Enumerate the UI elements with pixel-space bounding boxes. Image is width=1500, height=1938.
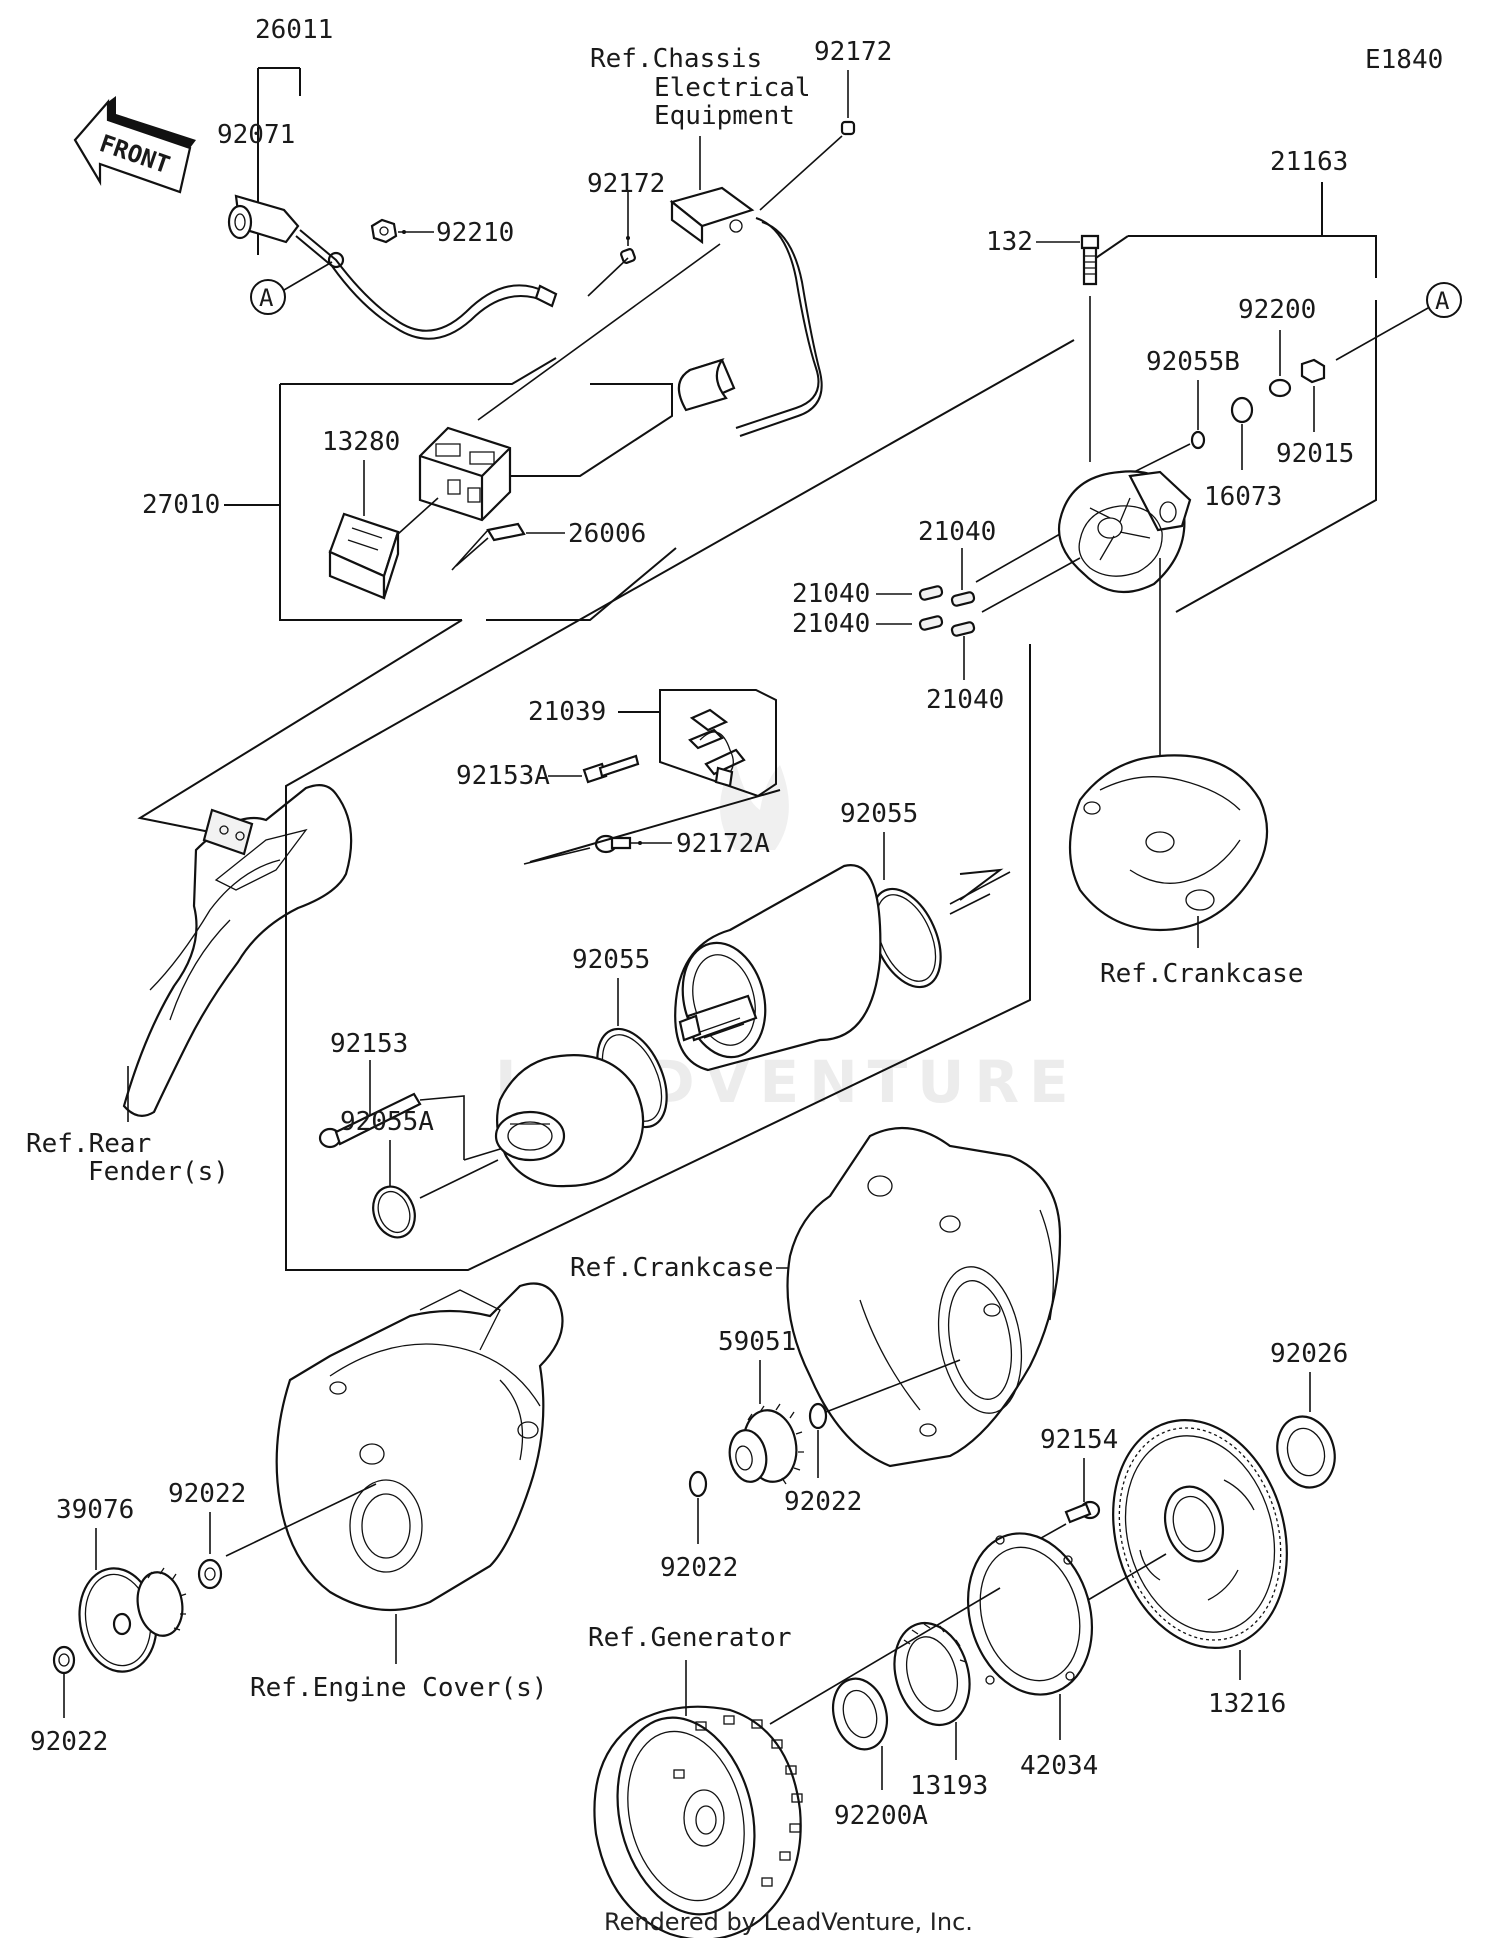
ref-crankcase-middle: Ref.Crankcase	[570, 1253, 774, 1283]
engine-cover-ref	[275, 1282, 564, 1612]
ref-generator: Ref.Generator	[588, 1623, 792, 1653]
label-21040-a: 21040	[918, 517, 996, 547]
oil-seal-92026	[1276, 1415, 1336, 1489]
label-39076: 39076	[56, 1495, 134, 1525]
washer-92200	[1268, 378, 1292, 398]
oring-92055B	[1190, 430, 1206, 450]
brush-holder-21039	[688, 708, 746, 788]
brush-springs-21040	[918, 585, 976, 637]
label-26011: 26011	[255, 15, 333, 45]
callout-a-left	[250, 279, 286, 315]
chassis-cable	[669, 186, 823, 437]
ref-chassis-line1: Ref.Chassis	[590, 44, 762, 74]
diagram-code: E1840	[1365, 45, 1443, 75]
label-92153A: 92153A	[456, 761, 550, 791]
label-92071: 92071	[217, 120, 295, 150]
fuse-box-13280	[328, 512, 400, 600]
bushing-16073	[1230, 396, 1254, 424]
label-92055B: 92055B	[1146, 347, 1240, 377]
label-132: 132	[986, 227, 1033, 257]
nut-92210	[370, 218, 398, 244]
through-bolt-92153	[318, 1092, 422, 1149]
crankcase-middle-ref	[786, 1126, 1062, 1468]
label-92026: 92026	[1270, 1339, 1348, 1369]
starter-cable-26011	[295, 229, 558, 340]
label-92022-d: 92022	[30, 1727, 108, 1757]
label-92154: 92154	[1040, 1425, 1118, 1455]
ref-rear-fender-line1: Ref.Rear	[26, 1129, 151, 1159]
cable-boot-92071	[227, 194, 300, 244]
label-59051: 59051	[718, 1327, 796, 1357]
ref-crankcase-upper: Ref.Crankcase	[1100, 959, 1304, 989]
label-21039: 21039	[528, 697, 606, 727]
starter-armature	[674, 864, 882, 1072]
label-92200: 92200	[1238, 295, 1316, 325]
ref-engine-cover: Ref.Engine Cover(s)	[250, 1673, 547, 1703]
label-92153: 92153	[330, 1029, 408, 1059]
label-92022-c: 92022	[784, 1487, 862, 1517]
rear-fender	[122, 783, 353, 1117]
label-26006: 26006	[568, 519, 646, 549]
bolt-92154	[1064, 1500, 1101, 1524]
screw-92172-mid	[620, 248, 636, 264]
ref-rear-fender-line2: Fender(s)	[88, 1157, 229, 1187]
label-13280: 13280	[322, 427, 400, 457]
washer-92022-b	[688, 1470, 708, 1498]
starter-clutch-gear-13216	[1112, 1419, 1288, 1649]
crankcase-upper-ref	[1068, 754, 1269, 932]
nut-92015	[1300, 358, 1326, 384]
screw-92172-top	[840, 120, 856, 136]
label-92210: 92210	[436, 218, 514, 248]
label-16073: 16073	[1204, 482, 1282, 512]
label-21040-c: 21040	[792, 609, 870, 639]
label-42034: 42034	[1020, 1751, 1098, 1781]
label-21040-b: 21040	[792, 579, 870, 609]
callout-a-right	[1426, 282, 1462, 318]
oring-92055A	[372, 1185, 416, 1239]
starter-relay	[418, 426, 512, 522]
label-92022-a: 92022	[168, 1479, 246, 1509]
starter-front-cover	[494, 1054, 645, 1188]
starter-clutch-42034	[966, 1532, 1094, 1696]
label-92200A: 92200A	[834, 1801, 928, 1831]
bolt-132	[1080, 234, 1100, 286]
label-92015: 92015	[1276, 439, 1354, 469]
ref-chassis-line3: Equipment	[654, 101, 795, 131]
generator-rotor-ref	[593, 1705, 803, 1938]
washer-92200A	[832, 1677, 888, 1751]
ref-chassis-line2: Electrical	[654, 73, 811, 103]
label-92172-top: 92172	[814, 37, 892, 67]
starter-end-cover	[1058, 470, 1192, 594]
washer-92022-c	[808, 1402, 828, 1430]
callout-a-right-label: A	[1435, 287, 1450, 315]
label-92055-b: 92055	[572, 945, 650, 975]
label-92022-b: 92022	[660, 1553, 738, 1583]
idle-gear-59051	[728, 1403, 804, 1485]
label-13193: 13193	[910, 1771, 988, 1801]
label-92055-a: 92055	[840, 799, 918, 829]
starter-idle-gear-39076	[78, 1567, 187, 1673]
front-arrow: FRONT	[73, 96, 196, 194]
washer-92022-d	[52, 1645, 76, 1675]
callout-a-left-label: A	[259, 284, 274, 312]
one-way-clutch-13193	[893, 1621, 971, 1727]
label-92055A: 92055A	[340, 1107, 434, 1137]
washer-92022-a	[197, 1558, 223, 1590]
label-21163: 21163	[1270, 147, 1348, 177]
label-92172A: 92172A	[676, 829, 770, 859]
label-13216: 13216	[1208, 1689, 1286, 1719]
label-21040-d: 21040	[926, 685, 1004, 715]
screw-92153A	[582, 754, 640, 784]
fuse-26006	[486, 522, 526, 542]
label-27010: 27010	[142, 490, 220, 520]
footer-credit: Rendered by LeadVenture, Inc.	[604, 1908, 973, 1936]
label-92172-mid: 92172	[587, 169, 665, 199]
screw-92172A	[594, 834, 632, 854]
